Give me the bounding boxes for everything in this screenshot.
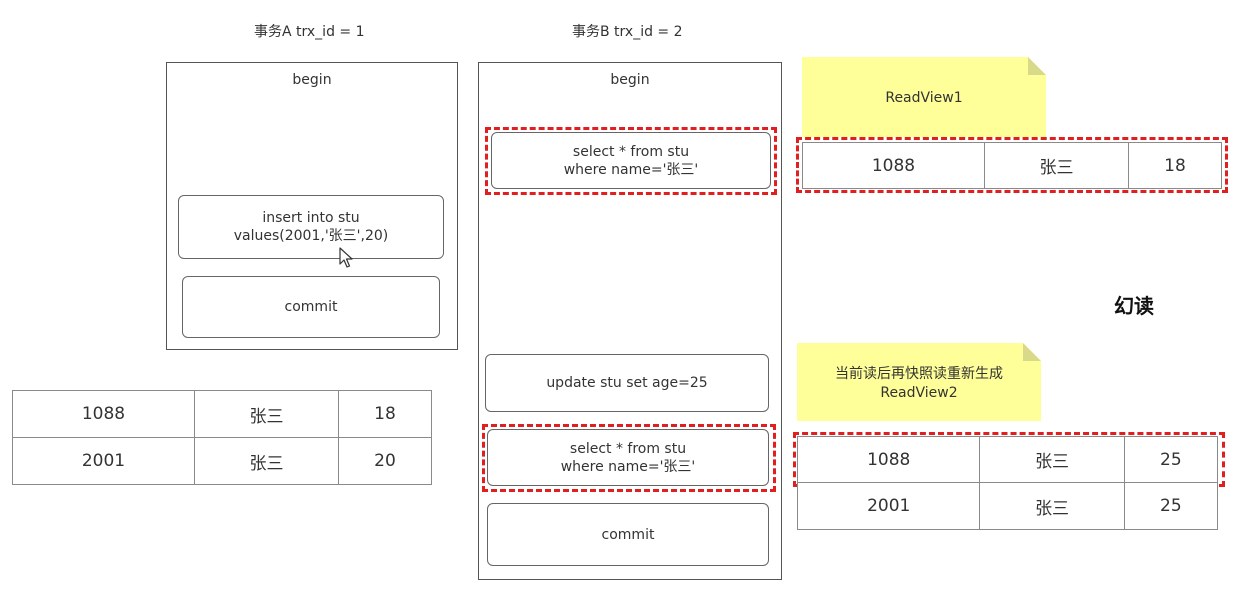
left-result-table: 1088 张三 18 2001 张三 20 xyxy=(12,390,433,485)
readview2-line-2: ReadView2 xyxy=(880,385,958,401)
table-cell: 1088 xyxy=(796,436,981,483)
table-cell: 张三 xyxy=(194,437,339,485)
select2-line-1: select * from stu xyxy=(569,440,687,457)
update-label: update stu set age=25 xyxy=(546,375,708,391)
readview1-label: ReadView1 xyxy=(885,90,963,106)
table-row: 2001 张三 25 xyxy=(796,482,1219,530)
table-cell: 25 xyxy=(1123,482,1219,530)
table-cell: 张三 xyxy=(194,390,339,438)
readview2-line-1: 当前读后再快照读重新生成 xyxy=(835,366,1003,382)
table-cell: 2001 xyxy=(796,482,981,530)
table-cell: 1088 xyxy=(12,390,195,438)
table-row: 1088 张三 18 xyxy=(802,142,1223,189)
select1-line-2: where name='张三' xyxy=(563,161,699,178)
phantom-read-label: 幻读 xyxy=(1114,294,1154,318)
sticky-note-shape xyxy=(802,57,1046,137)
select1-highlight xyxy=(485,127,777,195)
table-cell: 2001 xyxy=(12,437,195,485)
readview2-table: 1088 张三 25 2001 张三 25 xyxy=(796,436,1219,530)
select1-statement-box[interactable]: select * from stu where name='张三' xyxy=(491,132,771,189)
transaction-a-commit-label: commit xyxy=(284,299,338,315)
insert-line-1: insert into stu xyxy=(262,210,360,226)
table-cell: 张三 xyxy=(984,142,1129,189)
transaction-a-begin: begin xyxy=(292,72,332,88)
insert-statement-box[interactable]: insert into stu values(2001,'张三',20) xyxy=(178,195,444,259)
readview1-table: 1088 张三 18 xyxy=(802,142,1223,189)
insert-line-2: values(2001,'张三',20) xyxy=(233,228,389,244)
select2-statement-box[interactable]: select * from stu where name='张三' xyxy=(487,429,769,486)
transaction-b-header: 事务B trx_id = 2 xyxy=(572,24,683,40)
table-cell: 20 xyxy=(337,437,433,485)
mouse-pointer-icon xyxy=(339,247,353,268)
table-row: 2001 张三 20 xyxy=(12,437,433,485)
table-cell: 25 xyxy=(1123,436,1219,483)
select2-highlight xyxy=(482,424,776,492)
table-cell: 18 xyxy=(1127,142,1223,189)
table-cell: 张三 xyxy=(979,436,1125,483)
sticky-note-shape xyxy=(797,343,1041,421)
select1-line-1: select * from stu xyxy=(572,143,690,160)
table-row: 1088 张三 18 xyxy=(12,390,433,438)
readview1-highlight xyxy=(796,137,1228,193)
table-cell: 18 xyxy=(337,390,433,438)
update-statement-box[interactable]: update stu set age=25 xyxy=(485,354,769,412)
transaction-a-header: 事务A trx_id = 1 xyxy=(254,24,365,40)
transaction-b-commit-label: commit xyxy=(601,526,655,543)
readview2-note: 当前读后再快照读重新生成 ReadView2 xyxy=(797,343,1041,421)
readview1-note: ReadView1 xyxy=(802,57,1046,137)
transaction-b-begin: begin xyxy=(610,72,650,88)
select2-line-2: where name='张三' xyxy=(560,458,696,475)
table-cell: 张三 xyxy=(979,482,1125,530)
table-cell: 1088 xyxy=(802,142,985,189)
transaction-a-commit-box[interactable]: commit xyxy=(182,276,440,338)
table-row: 1088 张三 25 xyxy=(796,436,1219,483)
transaction-b-commit-box[interactable]: commit xyxy=(487,503,769,566)
